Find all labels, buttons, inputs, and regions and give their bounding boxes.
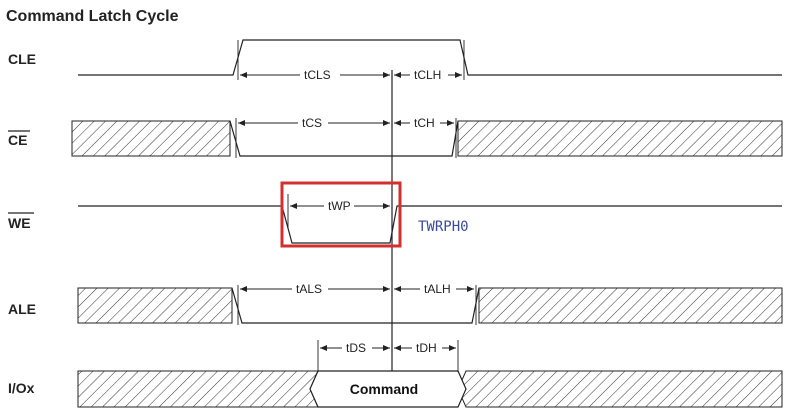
ce-row: CE tCS tCH [8,115,783,158]
io-row: I/Ox Command tDS tDH [8,340,783,408]
we-waveform [78,205,782,244]
timing-label-tdh: tDH [416,341,437,355]
ale-row: ALE tALS tALH [8,281,783,325]
ce-hatch-right [457,120,783,157]
timing-label-tcls: tCLS [304,68,331,82]
ale-waveform [231,287,480,324]
signal-label-io: I/Ox [8,380,35,396]
signal-label-we: WE [8,215,31,231]
twp-highlight-box [280,181,402,248]
ce-hatch-left [71,120,231,157]
signal-label-ale: ALE [8,301,36,317]
timing-label-twp: tWP [328,199,351,213]
cle-waveform [78,39,782,76]
ale-hatch-right [478,287,783,324]
we-row: WE tWP TWRPH0 [8,181,782,248]
timing-label-tcs: tCS [302,116,322,130]
timing-label-tds: tDS [346,341,366,355]
cle-row: CLE tCLS tCLH [8,39,782,82]
io-command-label: Command [350,381,418,397]
diagram-title: Command Latch Cycle [6,8,179,25]
ale-hatch-left [77,287,233,324]
timing-label-tclh: tCLH [414,68,441,82]
io-hatch-left [77,370,319,408]
timing-label-talh: tALH [424,282,451,296]
ce-waveform [229,120,459,157]
twrph0-annotation: TWRPH0 [418,219,469,235]
timing-label-tch: tCH [414,116,435,130]
timing-label-tals: tALS [296,282,322,296]
signal-label-cle: CLE [8,51,36,67]
io-hatch-right [457,370,783,408]
signal-label-ce: CE [8,132,27,148]
